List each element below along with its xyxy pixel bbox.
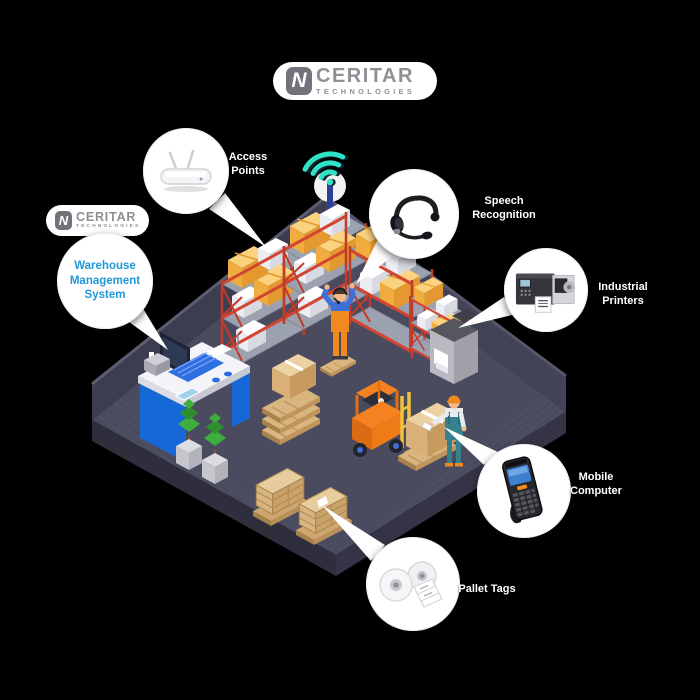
handheld-mobile-computer-icon	[502, 456, 543, 524]
callout-mobile-computer-bubble	[477, 444, 571, 538]
callout-pallet-tags-bubble	[366, 537, 460, 631]
mobile-computer-label: Mobile Computer	[570, 471, 622, 498]
desk-printer	[144, 352, 170, 376]
callout-speech-bubble	[369, 169, 459, 259]
warehouse-scanner-worker	[421, 395, 467, 467]
callout-tail-access-points	[209, 193, 266, 247]
brand-subtitle: TECHNOLOGIES	[316, 87, 416, 97]
desk-tray	[206, 344, 232, 357]
callout-wms-bubble: Warehouse Management System	[57, 233, 153, 329]
wifi-icon	[302, 151, 346, 180]
callout-access-points-bubble	[143, 128, 229, 214]
worker-headset	[332, 287, 348, 296]
workstation-desk	[138, 332, 250, 462]
voice-headset-icon	[390, 195, 440, 240]
warehouse-picker-worker	[319, 283, 357, 378]
industrial-printers-label: Industrial Printers	[598, 281, 648, 308]
pallet-tags-label: Pallet Tags	[458, 583, 516, 595]
label-rolls-icon	[379, 561, 443, 608]
ceritar-logo-left: N CERITAR TECHNOLOGIES	[46, 205, 149, 236]
callout-tail-printers	[458, 297, 512, 328]
access-points-label: Access Points	[228, 151, 268, 178]
wireless-access-point-icon	[160, 149, 212, 192]
brand-subtitle: TECHNOLOGIES	[76, 223, 141, 229]
brand-name: CERITAR	[76, 210, 137, 225]
desk-laptop	[160, 332, 224, 382]
forklift	[352, 380, 461, 472]
pallet-tag	[317, 496, 328, 508]
ceritar-logo-mark: N	[286, 67, 312, 95]
wms-label: Warehouse Management System	[69, 259, 141, 302]
industrial-label-printer-icon	[515, 273, 576, 313]
brand-name: CERITAR	[316, 65, 414, 88]
desk-tablet	[174, 387, 202, 401]
callout-tail-pallet-tags	[322, 505, 385, 561]
ceritar-logo-mark: N	[55, 211, 72, 230]
floor-slab-left	[92, 420, 336, 576]
industrial-printer-cabinet	[430, 309, 478, 384]
callout-tail-mobile	[444, 427, 498, 465]
callout-industrial-printers-bubble	[504, 248, 588, 332]
speech-recognition-label: Speech Recognition	[472, 195, 536, 222]
ceritar-logo-top: N CERITAR TECHNOLOGIES	[273, 62, 437, 100]
